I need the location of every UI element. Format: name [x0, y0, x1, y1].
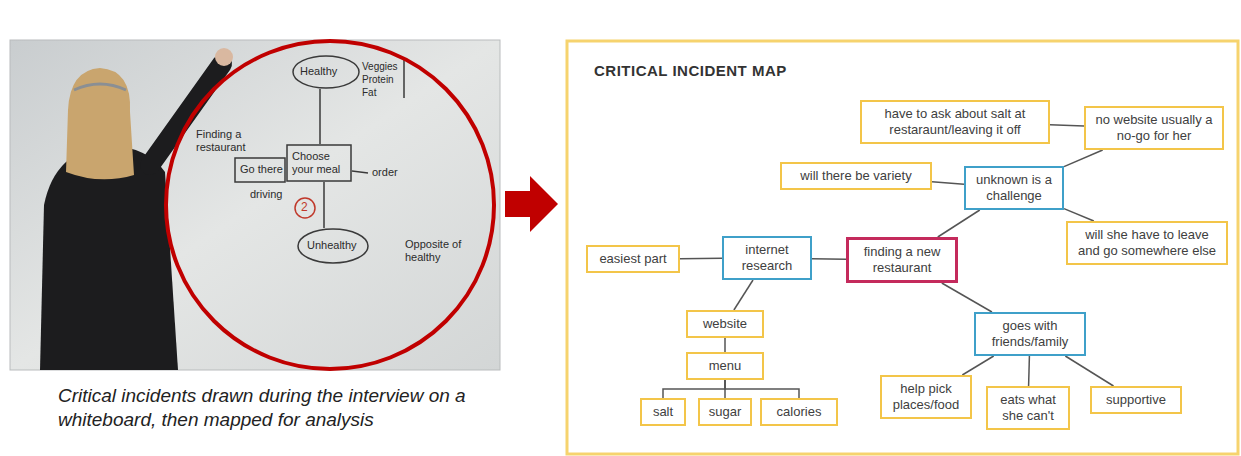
incident-box: have to ask about salt at restaraunt/lea…	[860, 100, 1050, 144]
connector-line	[1065, 356, 1113, 386]
diagram-title: CRITICAL INCIDENT MAP	[594, 62, 787, 79]
incident-box: website	[686, 310, 764, 338]
box-text: finding a new restaurant	[856, 244, 948, 276]
board-label: Unhealthy	[307, 239, 363, 252]
incident-box: will there be variety	[780, 162, 932, 190]
incident-box: salt	[640, 398, 686, 426]
box-text: menu	[695, 358, 755, 374]
person-hand	[215, 48, 233, 66]
highlight-circle	[166, 41, 494, 369]
box-text: unknown is a challenge	[973, 172, 1055, 204]
box-text: internet research	[731, 242, 803, 274]
choose-box	[287, 145, 351, 181]
box-text: eats what she can't	[995, 392, 1061, 424]
incident-box: no website usually a no-go for her	[1084, 106, 1224, 150]
theme-box: internet research	[722, 236, 812, 280]
box-text: salt	[649, 404, 677, 420]
incident-box: eats what she can't	[986, 386, 1070, 430]
connector-line	[932, 182, 964, 184]
board-label: 2	[301, 201, 311, 214]
board-label: Go there	[240, 163, 286, 176]
box-text: help pick places/food	[889, 381, 963, 413]
board-label: Fat	[362, 86, 402, 99]
connector-line	[942, 283, 992, 312]
incident-box: help pick places/food	[880, 375, 972, 419]
connector-line	[725, 380, 799, 398]
box-text: sugar	[707, 404, 743, 420]
board-label: Opposite of healthy	[405, 238, 467, 264]
connector-line	[962, 356, 993, 375]
theme-box: unknown is a challenge	[964, 166, 1064, 210]
board-label: Finding a restaurant	[196, 128, 254, 154]
incident-box: calories	[760, 398, 838, 426]
incident-box: supportive	[1090, 386, 1182, 414]
connector-line	[812, 258, 846, 260]
incident-box: sugar	[698, 398, 752, 426]
red-arrow	[505, 176, 558, 232]
person-hair	[66, 68, 134, 179]
box-text: will there be variety	[789, 168, 923, 184]
board-line	[319, 89, 321, 144]
board-label: order	[372, 166, 408, 179]
board-line	[352, 171, 368, 173]
map-panel	[567, 41, 1238, 454]
board-label: Choose your meal	[292, 150, 348, 176]
connector-line	[1064, 150, 1103, 167]
photo-border	[10, 40, 500, 370]
box-text: goes with friends/family	[983, 318, 1077, 350]
figure-caption: Critical incidents drawn during the inte…	[58, 384, 503, 432]
connector-line	[724, 338, 726, 352]
box-text: easiest part	[595, 251, 671, 267]
board-label: Healthy	[300, 65, 352, 78]
incident-box: menu	[686, 352, 764, 380]
connector-line	[680, 258, 722, 260]
bracket-line	[403, 60, 405, 98]
go-there-box	[235, 158, 285, 182]
whiteboard-photo	[10, 40, 500, 370]
incident-box: will she have to leave and go somewhere …	[1066, 221, 1228, 265]
board-label: Veggies	[362, 60, 402, 73]
connector-line	[938, 210, 980, 237]
box-text: have to ask about salt at restaraunt/lea…	[869, 106, 1041, 138]
healthy-cloud	[293, 56, 359, 88]
incident-box: easiest part	[586, 245, 680, 273]
board-label: Protein	[362, 73, 402, 86]
central-box: finding a new restaurant	[846, 237, 958, 283]
connector-line	[1064, 209, 1094, 221]
unhealthy-cloud	[298, 229, 368, 263]
box-text: website	[695, 316, 755, 332]
box-text: calories	[769, 404, 829, 420]
connector-line	[734, 280, 753, 310]
callout-circle	[295, 198, 315, 218]
box-text: no website usually a no-go for her	[1093, 112, 1215, 144]
connector-line	[1050, 125, 1084, 126]
theme-box: goes with friends/family	[974, 312, 1086, 356]
person-glasses	[74, 84, 126, 90]
box-text: will she have to leave and go somewhere …	[1075, 227, 1219, 259]
board-label: driving	[250, 188, 292, 201]
connector-line	[1028, 356, 1030, 386]
board-line	[323, 182, 325, 228]
box-text: supportive	[1099, 392, 1173, 408]
connector-line	[663, 380, 725, 398]
